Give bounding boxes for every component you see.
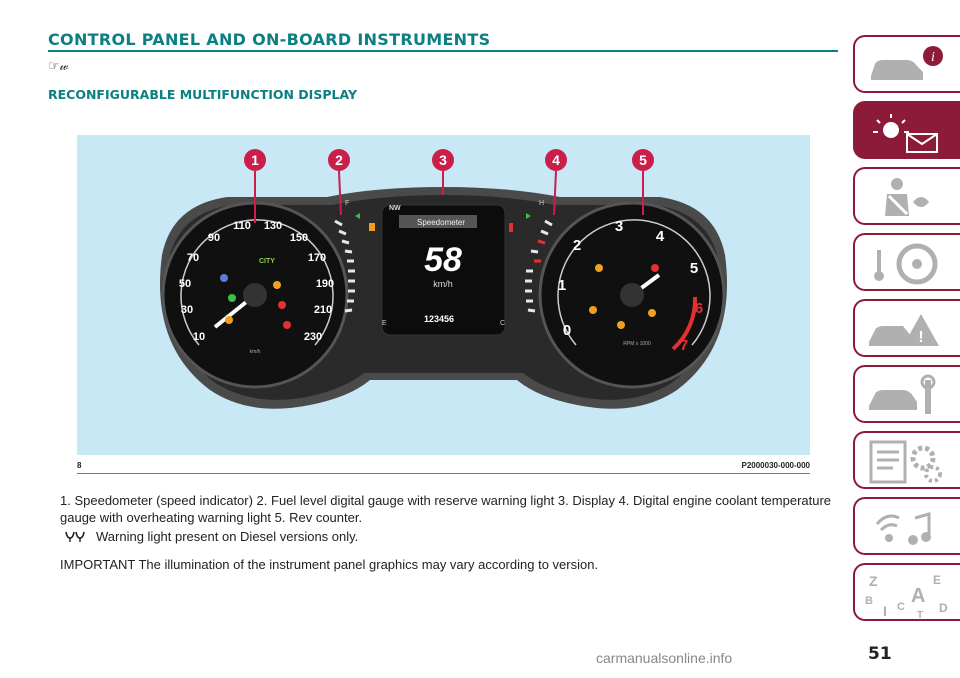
callout-5: [632, 149, 654, 171]
tab-in-emergency[interactable]: !: [853, 299, 960, 357]
speed-unit-label: km/h: [250, 349, 261, 355]
rev-unit-label: RPM x 1000: [623, 341, 651, 347]
steering-wheel-icon: [874, 243, 938, 285]
rev-tick-label: 2: [573, 237, 581, 254]
hand-pointer-icon: ☞𝓌: [48, 58, 69, 73]
subsection-title: RECONFIGURABLE MULTIFUNCTION DISPLAY: [48, 87, 357, 102]
speed-tick-label: 70: [187, 252, 199, 264]
temp-hot-label: H: [539, 200, 544, 207]
callout-label-4: 4: [552, 152, 560, 168]
callout-2: [328, 149, 350, 171]
svg-text:A: A: [911, 585, 925, 607]
seat-belt-icon: [885, 178, 929, 216]
tab-starting-driving[interactable]: [853, 233, 960, 291]
callout-3: [432, 149, 454, 171]
section-title: CONTROL PANEL AND ON-BOARD INSTRUMENTS: [48, 30, 491, 49]
figure-divider: [77, 473, 810, 474]
speed-tick-label: 110: [233, 220, 251, 232]
svg-text:!: !: [918, 329, 923, 346]
rev-tick-label: 3: [615, 218, 623, 235]
speed-tick-label: 190: [316, 278, 334, 290]
tab-multimedia[interactable]: [853, 497, 960, 555]
tab-warning-lights[interactable]: [853, 101, 960, 159]
speed-tick-label: 210: [314, 304, 332, 316]
city-label: CITY: [259, 258, 275, 265]
warning-lights-icon: [873, 114, 938, 153]
important-note: IMPORTANT The illumination of the instru…: [60, 557, 599, 572]
glow-plug-icon: [65, 531, 85, 542]
speed-tick-label: 230: [304, 331, 322, 343]
servicing-icon: [869, 374, 936, 414]
callout-label-2: 2: [335, 152, 343, 168]
tab-safety[interactable]: [853, 167, 960, 225]
fuel-arrow-icon: [355, 213, 360, 219]
technical-data-icon: [869, 440, 942, 484]
tab-servicing[interactable]: [853, 365, 960, 423]
speed-tick-label: 90: [208, 232, 220, 244]
speed-tick-label: 130: [264, 220, 282, 232]
temp-arrow-icon: [526, 213, 531, 219]
figure-legend: 1. Speedometer (speed indicator) 2. Fuel…: [60, 493, 832, 525]
multimedia-icon: [875, 512, 931, 545]
fuel-empty-label: E: [382, 320, 387, 327]
speed-readout: 58: [424, 241, 462, 279]
speed-tick-label: 30: [181, 304, 193, 316]
car-info-icon: i: [871, 46, 943, 80]
rev-tick-label: 5: [690, 260, 698, 277]
rev-tick-label: 0: [563, 322, 571, 339]
svg-text:T: T: [917, 610, 923, 618]
temp-cold-label: C: [500, 320, 505, 327]
menu-label: Speedometer: [417, 218, 465, 227]
rev-tick-label: 6: [695, 300, 703, 317]
speed-tick-label: 10: [193, 331, 205, 343]
diesel-note: Warning light present on Diesel versions…: [96, 529, 359, 544]
emergency-icon: !: [869, 314, 939, 346]
title-divider: [48, 50, 838, 52]
rev-tick-label: 7: [680, 337, 688, 354]
fuel-full-label: F: [345, 200, 349, 207]
svg-text:E: E: [933, 573, 941, 587]
callout-1: [244, 149, 266, 171]
speed-tick-label: 50: [179, 278, 191, 290]
callout-label-3: 3: [439, 152, 447, 168]
compass-label: NW: [389, 205, 401, 212]
svg-text:D: D: [939, 601, 948, 615]
tab-car-info[interactable]: i: [853, 35, 960, 93]
speed-tick-label: 170: [308, 252, 326, 264]
svg-text:I: I: [883, 603, 887, 618]
figure-code: P2000030-000-000: [741, 461, 810, 470]
fuel-warning-icon: [369, 223, 375, 231]
speed-tick-label: 150: [290, 232, 308, 244]
temp-warning-icon: [509, 223, 513, 232]
callout-label-5: 5: [639, 152, 647, 168]
watermark: carmanualsonline.info: [596, 650, 733, 666]
odometer-readout: 123456: [424, 314, 454, 324]
tab-technical-data[interactable]: [853, 431, 960, 489]
svg-text:B: B: [865, 595, 873, 607]
svg-text:C: C: [897, 601, 905, 613]
figure-number: 8: [77, 461, 82, 470]
svg-text:Z: Z: [869, 573, 878, 589]
rev-tick-label: 1: [558, 277, 566, 294]
page-number: 51: [868, 644, 892, 664]
instrument-panel-figure: 1 2 3 4 5 10 30 50 70 90 110 130 150 170…: [77, 135, 810, 455]
callout-4: [545, 149, 567, 171]
svg-text:i: i: [931, 50, 935, 65]
callout-label-1: 1: [251, 152, 259, 168]
speed-readout-unit: km/h: [433, 279, 453, 289]
center-display: [381, 204, 506, 336]
rev-tick-label: 4: [656, 228, 665, 245]
